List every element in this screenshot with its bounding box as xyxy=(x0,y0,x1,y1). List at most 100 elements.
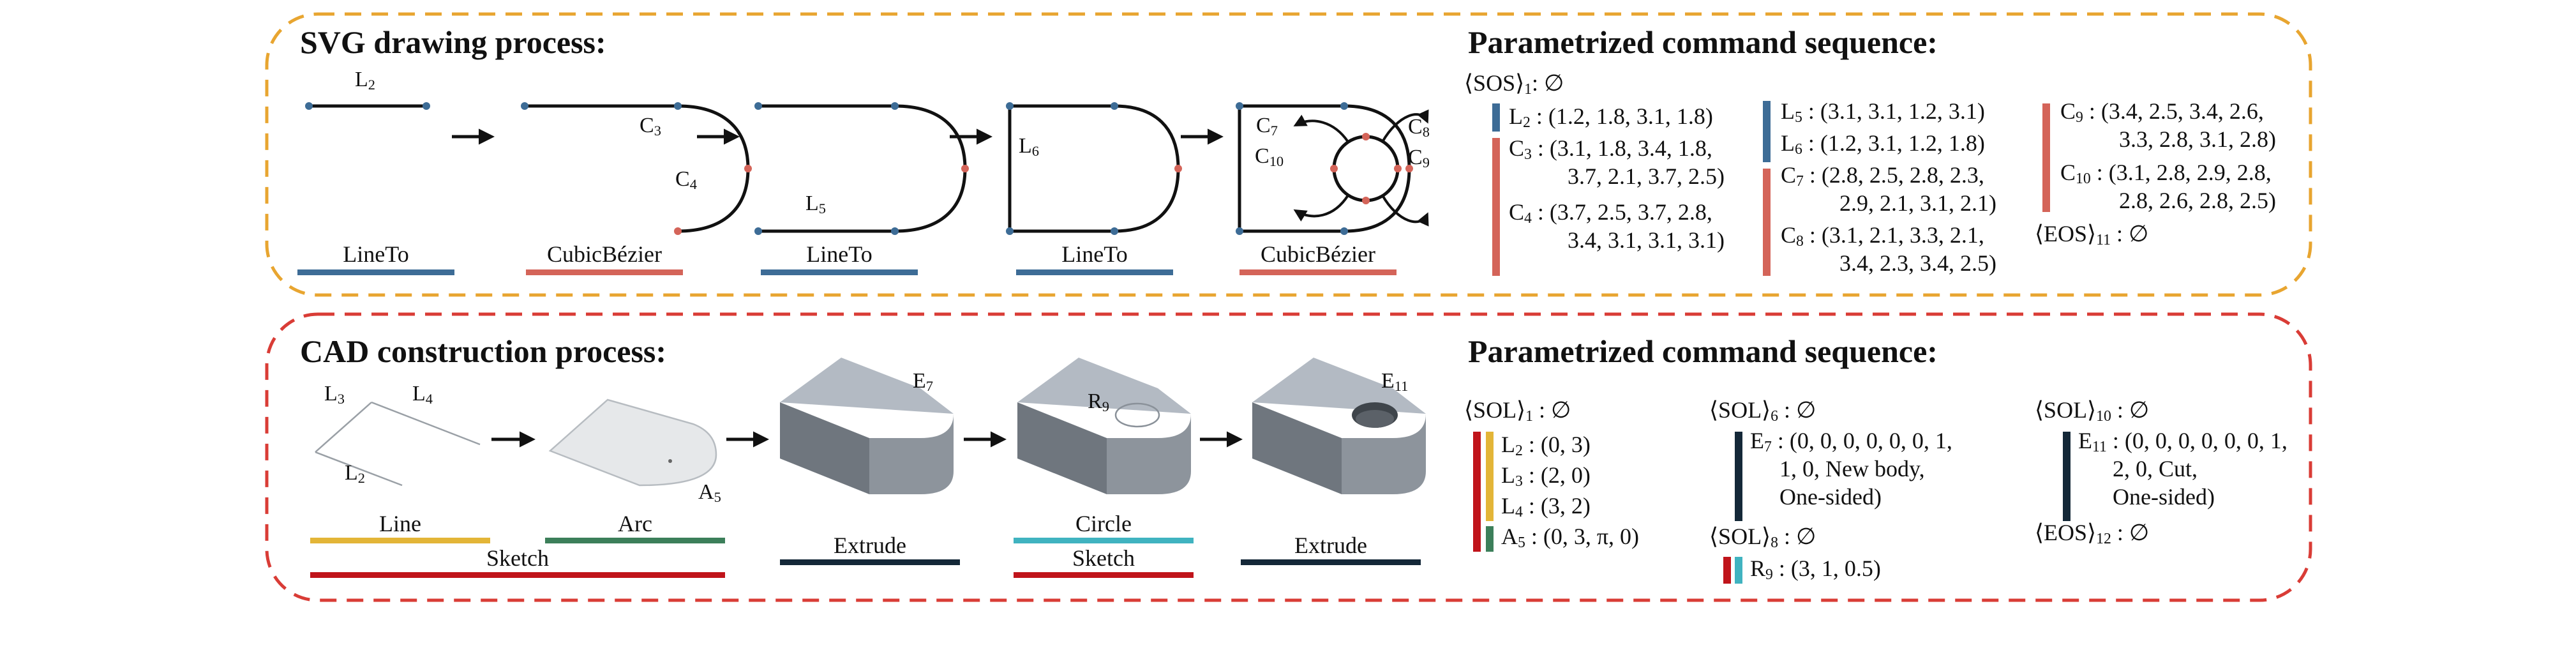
cad-extrude-1-solid xyxy=(780,358,954,494)
seq-bar-curve xyxy=(1492,138,1500,276)
seq-C7-cont: 2.9, 2.1, 3.1, 2.1) xyxy=(1839,190,1996,216)
control-point xyxy=(754,227,762,235)
label-E11: E11 xyxy=(1381,369,1409,394)
seq-C4-cont: 3.4, 3.1, 3.1, 3.1) xyxy=(1568,227,1725,253)
seq-C9: C9 : (3.4, 2.5, 3.4, 2.6, xyxy=(2060,98,2264,126)
control-point xyxy=(1236,102,1243,110)
seq-bar-extrude xyxy=(2063,432,2071,521)
cad-caption-sketch-2: Sketch xyxy=(1072,545,1135,571)
control-point xyxy=(1394,165,1402,172)
control-point xyxy=(674,227,682,235)
svg-stage-3-drawing xyxy=(758,104,967,233)
caption-bar-extrude xyxy=(780,559,960,565)
control-point xyxy=(521,102,528,110)
seq-bar-line xyxy=(1492,103,1500,132)
seq-sol10: ⟨SOL⟩10 : ∅ xyxy=(2035,397,2150,425)
control-point xyxy=(1111,227,1118,235)
label-A5: A5 xyxy=(698,480,721,505)
cad-caption-extrude-2: Extrude xyxy=(1294,533,1367,558)
seq-C3-cont: 3.7, 2.1, 3.7, 2.5) xyxy=(1568,163,1725,189)
label-C10: C10 xyxy=(1255,144,1284,169)
control-point xyxy=(1006,102,1014,110)
seq-bar-curve xyxy=(2042,103,2050,212)
caption-bar-line xyxy=(297,269,454,275)
seq-C8-cont: 3.4, 2.3, 3.4, 2.5) xyxy=(1839,250,1996,276)
seq-E7-cont2: One-sided) xyxy=(1779,484,1882,510)
caption-bar-circle xyxy=(1014,538,1194,543)
cad-extrude-2-solid xyxy=(1252,358,1426,494)
seq-bar-curve xyxy=(1763,169,1771,276)
seq-L3-cad: L3 : (2, 0) xyxy=(1501,462,1591,490)
caption-bar-line xyxy=(761,269,918,275)
cad-caption-line: Line xyxy=(379,511,421,536)
caption-bar-line xyxy=(1016,269,1173,275)
seq-C10-cont: 2.8, 2.6, 2.8, 2.5) xyxy=(2119,188,2276,213)
seq-L4-cad: L4 : (3, 2) xyxy=(1501,493,1591,521)
svg-stage-2-drawing xyxy=(525,104,750,233)
label-L6: L6 xyxy=(1019,134,1039,159)
seq-E7-cont: 1, 0, New body, xyxy=(1779,456,1925,481)
seq-eos-cad: ⟨EOS⟩12 : ∅ xyxy=(2035,520,2150,548)
label-C7: C7 xyxy=(1256,114,1278,139)
caption-bar-curve xyxy=(526,269,683,275)
caption-bar-sketch xyxy=(310,572,725,578)
caption-bar-arc xyxy=(545,538,725,543)
label-L2: L2 xyxy=(355,68,375,93)
seq-bar-sketch xyxy=(1473,432,1481,552)
label-L2-cad: L2 xyxy=(345,461,365,486)
arc-point xyxy=(668,459,672,463)
seq-eos: ⟨EOS⟩11 : ∅ xyxy=(2035,221,2149,249)
seq-C7: C7 : (2.8, 2.5, 2.8, 2.3, xyxy=(1781,162,1984,190)
seq-bar-arc xyxy=(1486,526,1494,552)
seq-bar-circle xyxy=(1735,557,1742,584)
seq-E11-cont2: One-sided) xyxy=(2113,484,2215,510)
label-E7: E7 xyxy=(913,369,933,394)
label-L4: L4 xyxy=(412,382,433,407)
label-C3: C3 xyxy=(640,114,661,139)
seq-L2: L2 : (1.2, 1.8, 3.1, 1.8) xyxy=(1509,103,1713,132)
seq-E11-cont: 2, 0, Cut, xyxy=(2113,456,2198,481)
seq-C3: C3 : (3.1, 1.8, 3.4, 1.8, xyxy=(1509,135,1712,163)
control-point xyxy=(1362,197,1370,204)
caption-bar-line xyxy=(310,538,490,543)
cad-arc-sketch xyxy=(548,398,717,487)
control-point xyxy=(1236,227,1243,235)
seq-sol1: ⟨SOL⟩1 : ∅ xyxy=(1464,397,1571,425)
seq-L2-cad: L2 : (0, 3) xyxy=(1501,432,1591,460)
control-point xyxy=(1174,165,1182,172)
label-L3: L3 xyxy=(324,382,345,407)
seq-R9: R9 : (3, 1, 0.5) xyxy=(1750,556,1881,584)
seq-C9-cont: 3.3, 2.8, 3.1, 2.8) xyxy=(2119,126,2276,152)
control-point xyxy=(1111,102,1118,110)
label-C9: C9 xyxy=(1408,146,1430,170)
control-point xyxy=(891,227,899,235)
caption-bar-curve xyxy=(1239,269,1397,275)
seq-A5-cad: A5 : (0, 3, π, 0) xyxy=(1501,524,1640,552)
control-point xyxy=(1330,165,1338,172)
seq-bar-extrude xyxy=(1735,432,1742,521)
seq-C8: C8 : (3.1, 2.1, 3.3, 2.1, xyxy=(1781,222,1984,250)
control-point xyxy=(891,102,899,110)
control-point xyxy=(423,102,430,110)
control-point xyxy=(1006,227,1014,235)
cad-caption-circle: Circle xyxy=(1075,511,1132,536)
seq-E11: E11 : (0, 0, 0, 0, 0, 0, 1, xyxy=(2078,428,2288,456)
control-point xyxy=(754,102,762,110)
control-point xyxy=(1362,133,1370,140)
control-point xyxy=(961,165,969,172)
svg-panel-border xyxy=(265,12,2312,297)
cad-seq-heading: Parametrized command sequence: xyxy=(1468,333,1938,369)
label-L5: L5 xyxy=(805,192,826,216)
caption-bar-sketch xyxy=(1014,572,1194,578)
cad-panel-border xyxy=(265,312,2312,602)
caption-bar-extrude xyxy=(1241,559,1421,565)
seq-C4: C4 : (3.7, 2.5, 3.7, 2.8, xyxy=(1509,199,1712,227)
svg-stage-4-drawing xyxy=(1008,104,1180,233)
control-point xyxy=(674,102,682,110)
seq-sol6: ⟨SOL⟩6 : ∅ xyxy=(1709,397,1816,425)
label-R9: R9 xyxy=(1088,390,1109,414)
svg-heading: SVG drawing process: xyxy=(300,24,606,60)
seq-E7: E7 : (0, 0, 0, 0, 0, 0, 1, xyxy=(1750,428,1952,456)
